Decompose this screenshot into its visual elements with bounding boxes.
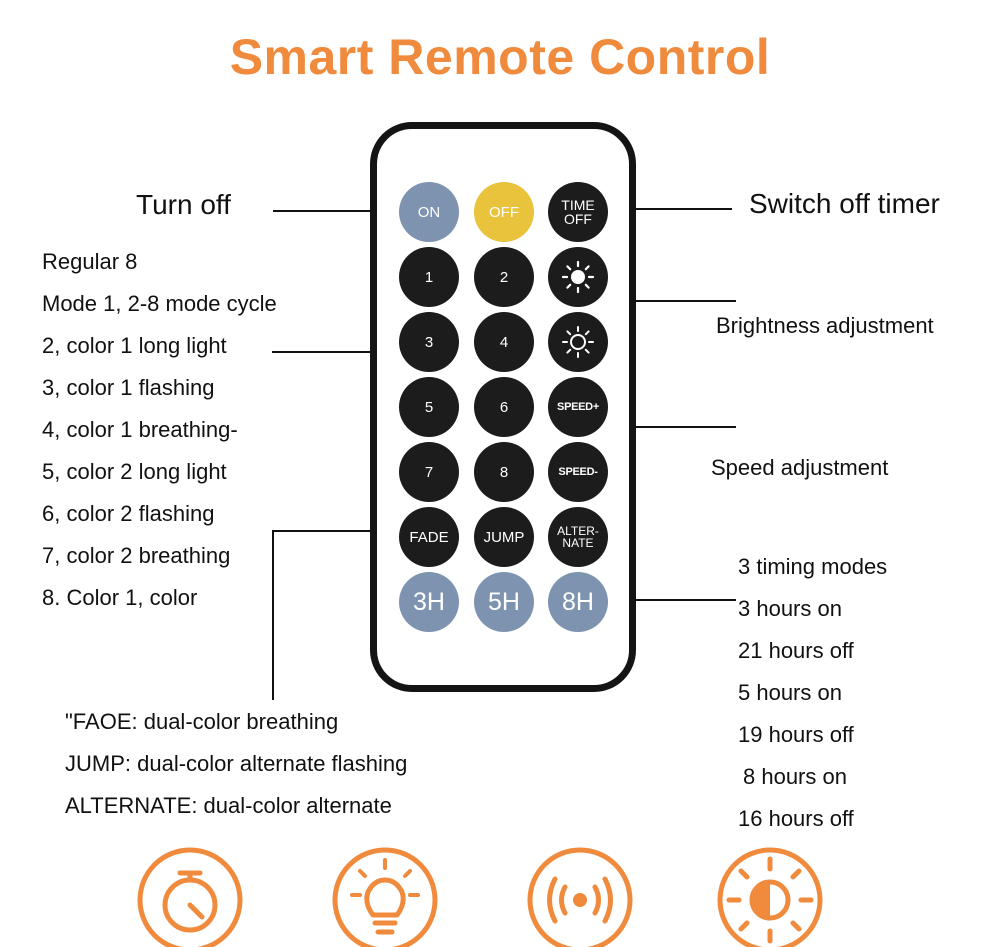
timing-line: 5 hours on <box>738 680 842 705</box>
on-button[interactable]: ON <box>399 182 459 242</box>
remote-control: ON OFF TIME OFF 1 2 3 4 5 6 <box>370 122 636 692</box>
leader-line-turn-off <box>273 210 373 212</box>
brightness-up-button[interactable] <box>548 247 608 307</box>
time-off-button[interactable]: TIME OFF <box>548 182 608 242</box>
button-6[interactable]: 6 <box>474 377 534 437</box>
timing-line: 16 hours off <box>738 806 854 831</box>
timer-icon <box>137 847 243 947</box>
button-7[interactable]: 7 <box>399 442 459 502</box>
effect-line: ALTERNATE: dual-color alternate <box>65 793 392 818</box>
leader-line-timer <box>636 208 732 210</box>
sun-outline-icon <box>562 326 594 358</box>
mode-line: Mode 1, 2-8 mode cycle <box>42 291 277 316</box>
leader-line-modes <box>272 351 372 353</box>
mode-line: 5, color 2 long light <box>42 459 227 484</box>
brightness-label: Brightness adjustment <box>716 313 934 338</box>
button-3[interactable]: 3 <box>399 312 459 372</box>
button-1[interactable]: 1 <box>399 247 459 307</box>
mode-line: 4, color 1 breathing- <box>42 417 238 442</box>
alternate-button[interactable]: ALTER- NATE <box>548 507 608 567</box>
effect-line: JUMP: dual-color alternate flashing <box>65 751 408 776</box>
turn-off-label: Turn off <box>136 189 231 220</box>
timer-8h-button[interactable]: 8H <box>548 572 608 632</box>
leader-line-effects-v <box>272 530 274 700</box>
button-2[interactable]: 2 <box>474 247 534 307</box>
timing-line: 8 hours on <box>743 764 847 789</box>
bulb-icon <box>332 847 438 947</box>
button-5[interactable]: 5 <box>399 377 459 437</box>
leader-line-effects-h <box>272 530 372 532</box>
mode-line: Regular 8 <box>42 249 138 274</box>
timer-3h-button[interactable]: 3H <box>399 572 459 632</box>
signal-icon <box>527 847 633 947</box>
effect-line: "FAOE: dual-color breathing <box>65 709 339 734</box>
brightness-down-button[interactable] <box>548 312 608 372</box>
timing-line: 19 hours off <box>738 722 854 747</box>
timing-line: 3 timing modes <box>738 554 888 579</box>
page-title: Smart Remote Control <box>229 29 771 85</box>
leader-line-brightness <box>636 300 736 302</box>
timer-5h-button[interactable]: 5H <box>474 572 534 632</box>
mode-line: 8. Color 1, color <box>42 585 198 610</box>
speed-up-button[interactable]: SPEED+ <box>548 377 608 437</box>
brightness-half-icon <box>717 847 823 947</box>
sun-filled-icon <box>561 260 595 294</box>
speed-label: Speed adjustment <box>711 455 889 480</box>
button-8[interactable]: 8 <box>474 442 534 502</box>
timing-line: 3 hours on <box>738 596 842 621</box>
button-4[interactable]: 4 <box>474 312 534 372</box>
mode-line: 2, color 1 long light <box>42 333 227 358</box>
mode-line: 7, color 2 breathing <box>42 543 231 568</box>
mode-line: 3, color 1 flashing <box>42 375 215 400</box>
mode-line: 6, color 2 flashing <box>42 501 215 526</box>
fade-button[interactable]: FADE <box>399 507 459 567</box>
leader-line-timing <box>636 599 736 601</box>
off-button[interactable]: OFF <box>474 182 534 242</box>
timing-line: 21 hours off <box>738 638 854 663</box>
speed-down-button[interactable]: SPEED- <box>548 442 608 502</box>
leader-line-speed <box>636 426 736 428</box>
switch-off-timer-label: Switch off timer <box>749 188 940 219</box>
jump-button[interactable]: JUMP <box>474 507 534 567</box>
